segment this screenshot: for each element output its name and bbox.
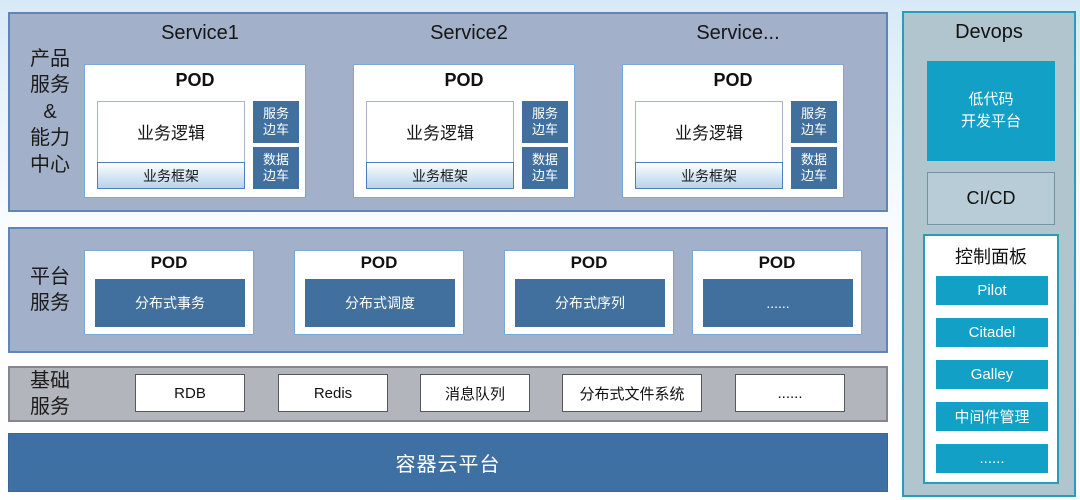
business-logic-box: 业务逻辑 业务框架 bbox=[97, 101, 245, 189]
business-logic-box: 业务逻辑 业务框架 bbox=[366, 101, 514, 189]
basic-section-label: 基础 服务 bbox=[18, 368, 82, 420]
service-more-pod-card: POD 业务逻辑 业务框架 服务 边车 数据 边车 bbox=[622, 64, 844, 198]
citadel-box: Citadel bbox=[936, 318, 1048, 347]
business-logic-box: 业务逻辑 业务框架 bbox=[635, 101, 783, 189]
sidecar-line: 边车 bbox=[531, 168, 558, 183]
sidecar-line: 数据 bbox=[262, 151, 289, 167]
label-line: 服务 bbox=[30, 292, 70, 314]
business-framework-box: 业务框架 bbox=[635, 162, 783, 189]
service-more-title: Service... bbox=[696, 22, 780, 44]
galley-box: Galley bbox=[936, 360, 1048, 389]
label-line: & bbox=[43, 100, 57, 123]
sidecar-line: 边车 bbox=[800, 122, 827, 137]
service1-title: Service1 bbox=[161, 22, 239, 44]
ellipsis-box: ...... bbox=[703, 279, 853, 327]
data-sidecar-box: 数据 边车 bbox=[253, 147, 299, 189]
platform-pod-card: POD 分布式事务 bbox=[84, 250, 254, 335]
data-sidecar-box: 数据 边车 bbox=[791, 147, 837, 189]
devops-title: Devops bbox=[955, 21, 1023, 43]
message-queue-box: 消息队列 bbox=[420, 374, 530, 412]
lowcode-platform-box: 低代码 开发平台 bbox=[927, 61, 1055, 161]
business-logic-label: 业务逻辑 bbox=[137, 124, 205, 143]
distributed-sequence-box: 分布式序列 bbox=[515, 279, 665, 327]
service-sidecar-box: 服务 边车 bbox=[522, 101, 568, 143]
platform-pod-card: POD ...... bbox=[692, 250, 862, 335]
business-framework-box: 业务框架 bbox=[366, 162, 514, 189]
pod-label: POD bbox=[758, 253, 796, 272]
label-line: 基础 bbox=[30, 369, 70, 392]
cicd-box: CI/CD bbox=[927, 172, 1055, 225]
pod-label: POD bbox=[175, 70, 215, 90]
distributed-scheduling-box: 分布式调度 bbox=[305, 279, 455, 327]
label-line: 中心 bbox=[30, 153, 70, 176]
lowcode-line: 开发平台 bbox=[960, 113, 1021, 130]
redis-box: Redis bbox=[278, 374, 388, 412]
pod-label: POD bbox=[150, 253, 188, 272]
business-logic-label: 业务逻辑 bbox=[675, 124, 743, 143]
devops-panel: Devops 低代码 开发平台 CI/CD 控制面板 Pilot Citadel… bbox=[902, 11, 1076, 497]
sidecar-line: 服务 bbox=[531, 105, 558, 121]
service1-pod-card: POD 业务逻辑 业务框架 服务 边车 数据 边车 bbox=[84, 64, 306, 198]
pod-label: POD bbox=[444, 70, 484, 90]
lowcode-line: 低代码 bbox=[968, 90, 1014, 108]
business-framework-box: 业务框架 bbox=[97, 162, 245, 189]
ellipsis-box: ...... bbox=[936, 444, 1048, 473]
service-sidecar-box: 服务 边车 bbox=[791, 101, 837, 143]
sidecar-line: 服务 bbox=[262, 105, 289, 121]
control-panel-title: 控制面板 bbox=[955, 247, 1027, 267]
label-line: 能力 bbox=[30, 127, 70, 150]
container-cloud-platform-bar: 容器云平台 bbox=[8, 433, 888, 492]
pod-label: POD bbox=[713, 70, 753, 90]
platform-pod-card: POD 分布式序列 bbox=[504, 250, 674, 335]
service2-pod-card: POD 业务逻辑 业务框架 服务 边车 数据 边车 bbox=[353, 64, 575, 198]
label-line: 产品 bbox=[30, 48, 70, 71]
pod-label: POD bbox=[570, 253, 608, 272]
sidecar-line: 服务 bbox=[800, 105, 827, 121]
rdb-box: RDB bbox=[135, 374, 245, 412]
distributed-transaction-box: 分布式事务 bbox=[95, 279, 245, 327]
business-logic-label: 业务逻辑 bbox=[406, 124, 474, 143]
products-section-label: 产品 服务 & 能力 中心 bbox=[18, 14, 82, 210]
label-line: 服务 bbox=[30, 396, 70, 418]
sidecar-line: 边车 bbox=[262, 168, 289, 183]
data-sidecar-box: 数据 边车 bbox=[522, 147, 568, 189]
label-line: 服务 bbox=[30, 74, 70, 97]
pod-label: POD bbox=[360, 253, 398, 272]
control-panel-box: 控制面板 Pilot Citadel Galley 中间件管理 ...... bbox=[923, 234, 1059, 484]
sidecar-line: 数据 bbox=[800, 151, 827, 167]
label-line: 平台 bbox=[30, 265, 70, 288]
pilot-box: Pilot bbox=[936, 276, 1048, 305]
sidecar-line: 边车 bbox=[262, 122, 289, 137]
ellipsis-box: ...... bbox=[735, 374, 845, 412]
sidecar-line: 数据 bbox=[531, 151, 558, 167]
service-sidecar-box: 服务 边车 bbox=[253, 101, 299, 143]
middleware-management-box: 中间件管理 bbox=[936, 402, 1048, 431]
sidecar-line: 边车 bbox=[531, 122, 558, 137]
platform-pod-card: POD 分布式调度 bbox=[294, 250, 464, 335]
service2-title: Service2 bbox=[430, 22, 508, 44]
platform-section-label: 平台 服务 bbox=[18, 229, 82, 351]
distributed-filesystem-box: 分布式文件系统 bbox=[562, 374, 702, 412]
sidecar-line: 边车 bbox=[800, 168, 827, 183]
